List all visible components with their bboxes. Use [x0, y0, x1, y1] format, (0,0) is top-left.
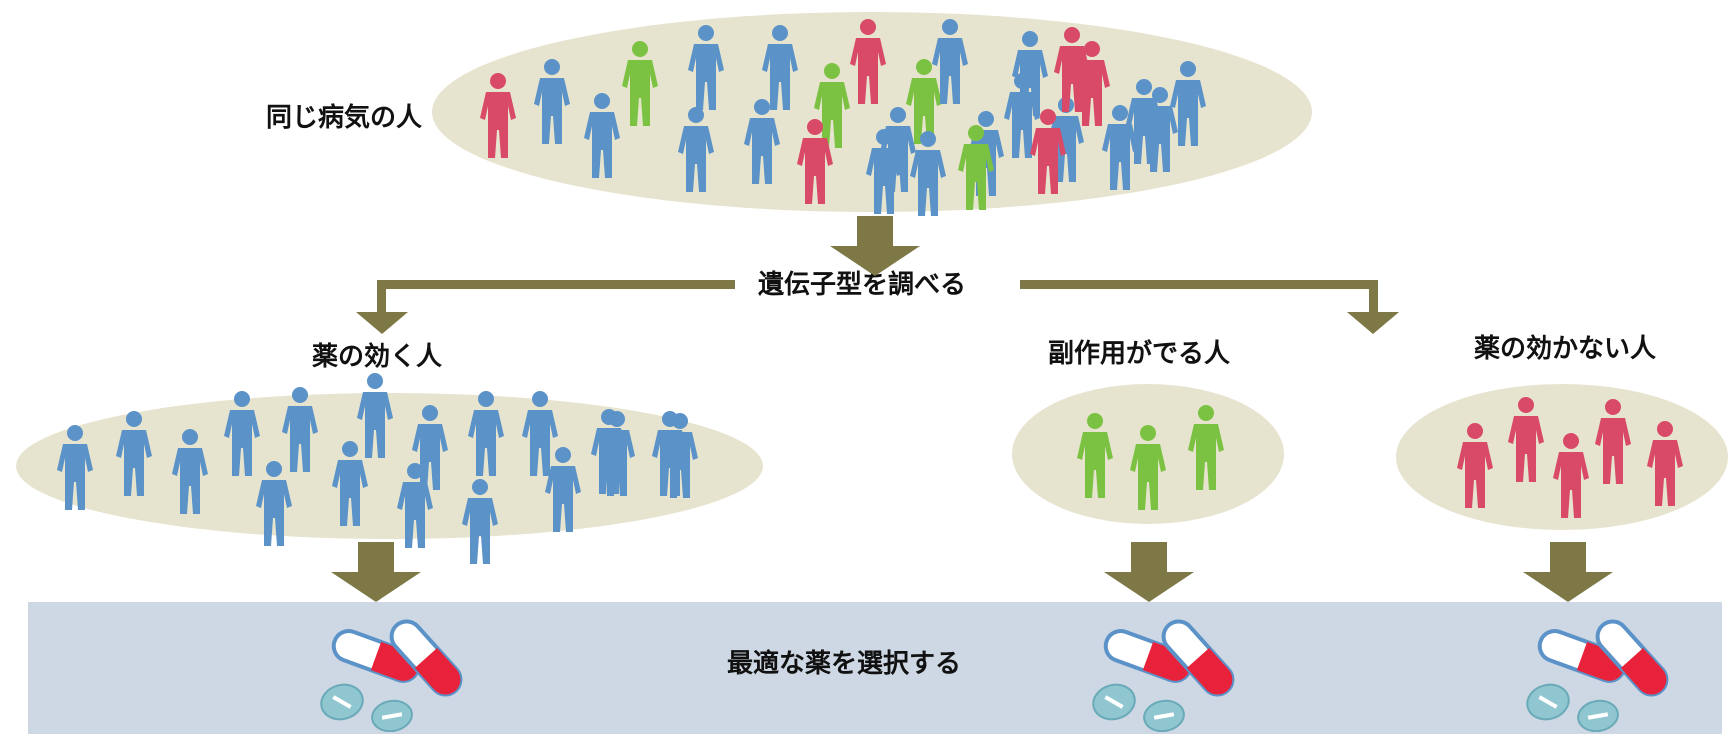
person-figure-icon — [532, 58, 572, 146]
label-ineffective: 薬の効かない人 — [1474, 334, 1657, 364]
label-effective: 薬の効く人 — [312, 342, 443, 372]
right-branch-line — [1020, 280, 1378, 289]
down-arrow-icon-main — [830, 216, 920, 276]
person-figure-icon — [395, 462, 435, 550]
person-figure-icon — [1100, 104, 1140, 192]
person-figure-icon — [55, 424, 95, 512]
right-branch-drop — [1369, 280, 1378, 314]
person-figure-icon — [114, 410, 154, 498]
left-branch-arrowhead — [356, 312, 408, 334]
person-figure-icon — [1593, 398, 1633, 486]
person-figure-icon — [520, 390, 560, 478]
person-figure-icon — [930, 18, 970, 106]
right-branch-arrowhead — [1347, 312, 1399, 334]
left-branch-drop — [377, 280, 386, 314]
person-figure-icon — [908, 130, 948, 218]
person-figure-icon — [742, 98, 782, 186]
drug-selection-band — [28, 602, 1722, 734]
person-figure-icon — [676, 106, 716, 194]
person-figure-icon — [660, 412, 700, 500]
person-figure-icon — [760, 24, 800, 112]
person-figure-icon — [543, 446, 583, 534]
person-figure-icon — [848, 18, 888, 106]
person-figure-icon — [956, 124, 996, 212]
person-figure-icon — [864, 128, 904, 216]
person-figure-icon — [904, 58, 944, 146]
person-figure-icon — [1455, 422, 1495, 510]
person-figure-icon — [1506, 396, 1546, 484]
person-figure-icon — [620, 40, 660, 128]
label-same-disease: 同じ病気の人 — [262, 101, 433, 135]
person-figure-icon — [1645, 420, 1685, 508]
person-figure-icon — [686, 24, 726, 112]
label-genotype: 遺伝子型を調べる — [746, 272, 979, 298]
down-arrow-icon-effective — [331, 542, 421, 602]
person-figure-icon — [478, 72, 518, 160]
person-figure-icon — [1072, 40, 1112, 128]
down-arrow-icon-side-effect — [1104, 542, 1194, 602]
capsules-and-tablets-icon-ineffective — [1510, 612, 1680, 733]
person-figure-icon — [795, 118, 835, 206]
person-figure-icon — [1028, 108, 1068, 196]
person-figure-icon — [355, 372, 395, 460]
person-figure-icon — [254, 460, 294, 548]
person-figure-icon — [812, 62, 852, 150]
person-figure-icon — [1075, 412, 1115, 500]
person-figure-icon — [280, 386, 320, 474]
person-figure-icon — [597, 410, 637, 498]
label-select-drug: 最適な薬を選択する — [727, 649, 962, 679]
person-figure-icon — [1551, 432, 1591, 520]
person-figure-icon — [170, 428, 210, 516]
person-figure-icon — [1128, 424, 1168, 512]
person-figure-icon — [466, 390, 506, 478]
person-figure-icon — [1168, 60, 1208, 148]
label-side-effect: 副作用がでる人 — [1048, 339, 1231, 369]
left-branch-line — [377, 280, 735, 289]
person-figure-icon — [1140, 86, 1180, 174]
capsules-and-tablets-icon-side-effect — [1076, 612, 1246, 733]
capsules-and-tablets-icon-effective — [304, 612, 474, 733]
person-figure-icon — [330, 440, 370, 528]
person-figure-icon — [582, 92, 622, 180]
person-figure-icon — [1010, 30, 1050, 118]
person-figure-icon — [1052, 26, 1092, 114]
down-arrow-icon-ineffective — [1523, 542, 1613, 602]
person-figure-icon — [460, 478, 500, 566]
person-figure-icon — [1186, 404, 1226, 492]
person-figure-icon — [222, 390, 262, 478]
